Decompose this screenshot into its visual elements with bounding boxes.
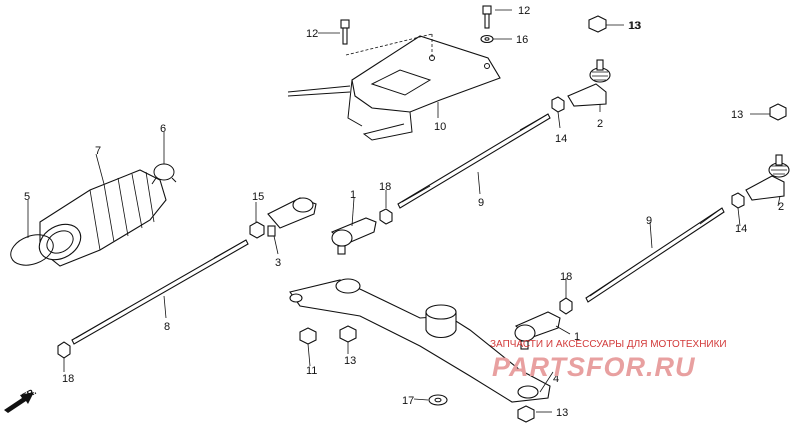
tie-rod-left xyxy=(71,239,249,345)
nut-11 xyxy=(299,327,317,345)
callout-14: 14 xyxy=(735,223,747,235)
front-direction-arrow: FR. xyxy=(4,386,38,413)
callout-6: 6 xyxy=(160,123,166,135)
callout-5: 5 xyxy=(24,191,30,203)
bolt-12-right xyxy=(482,5,492,29)
watermark-tagline: ЗАПЧАСТИ И АКСЕССУАРЫ ДЛЯ МОТОТЕХНИКИ xyxy=(490,339,727,350)
steering-bracket xyxy=(287,33,501,141)
callout-18: 18 xyxy=(560,271,572,283)
callout-13: 13 xyxy=(628,20,640,32)
callout-9: 9 xyxy=(646,215,652,227)
callout-3: 3 xyxy=(275,257,281,269)
leader-lines xyxy=(27,9,781,413)
callout-12: 12 xyxy=(518,5,530,17)
tie-rod-end-2-right xyxy=(745,154,790,201)
nut-15 xyxy=(249,221,265,239)
nut-13-top xyxy=(588,15,607,33)
tie-rod-end-3 xyxy=(267,197,317,237)
callout-11: 11 xyxy=(306,365,317,377)
callout-18: 18 xyxy=(379,181,391,193)
boot-band-5 xyxy=(10,234,54,266)
callout-13: 13 xyxy=(629,20,641,32)
callout-16: 16 xyxy=(516,34,528,46)
tie-rod-end-1-lower xyxy=(514,311,561,350)
nut-13-mid xyxy=(339,325,357,343)
cross-arm xyxy=(289,278,551,403)
callout-9: 9 xyxy=(478,197,484,209)
callout-15: 15 xyxy=(252,191,264,203)
callout-1: 1 xyxy=(574,331,580,343)
nut-13-right xyxy=(769,103,787,121)
callout-labels: 1122345678991011121213131313131414151617… xyxy=(24,5,784,419)
tie-rod-upper xyxy=(397,113,551,209)
steering-boot xyxy=(38,169,167,267)
callout-17: 17 xyxy=(402,395,414,407)
callout-14: 14 xyxy=(555,133,567,145)
nut-14-right xyxy=(731,192,745,209)
callout-1: 1 xyxy=(350,189,356,201)
washer-17 xyxy=(428,394,448,406)
callout-18: 18 xyxy=(62,373,74,385)
callout-10: 10 xyxy=(434,121,446,133)
tie-rod-end-2-upper xyxy=(567,59,611,107)
nut-18-lower xyxy=(559,297,573,315)
callout-2: 2 xyxy=(597,118,603,130)
nut-18-upper xyxy=(379,208,393,225)
callout-8: 8 xyxy=(164,321,170,333)
tie-rod-right xyxy=(585,207,725,303)
callout-13: 13 xyxy=(731,109,743,121)
front-direction-label: FR. xyxy=(20,386,37,402)
tie-rod-end-1-upper xyxy=(330,217,377,255)
callout-13: 13 xyxy=(344,355,356,367)
callout-7: 7 xyxy=(95,145,101,157)
nut-13-bottom xyxy=(517,405,535,423)
bolt-12-left xyxy=(340,19,350,45)
callout-13: 13 xyxy=(556,407,568,419)
watermark-logo: PARTSFOR.RU xyxy=(492,352,696,382)
callout-12: 12 xyxy=(306,28,318,40)
nut-18-left xyxy=(57,341,71,359)
nut-14-upper xyxy=(551,96,565,113)
washer-16 xyxy=(480,34,494,44)
callout-2: 2 xyxy=(778,201,784,213)
callout-4: 4 xyxy=(553,373,559,385)
